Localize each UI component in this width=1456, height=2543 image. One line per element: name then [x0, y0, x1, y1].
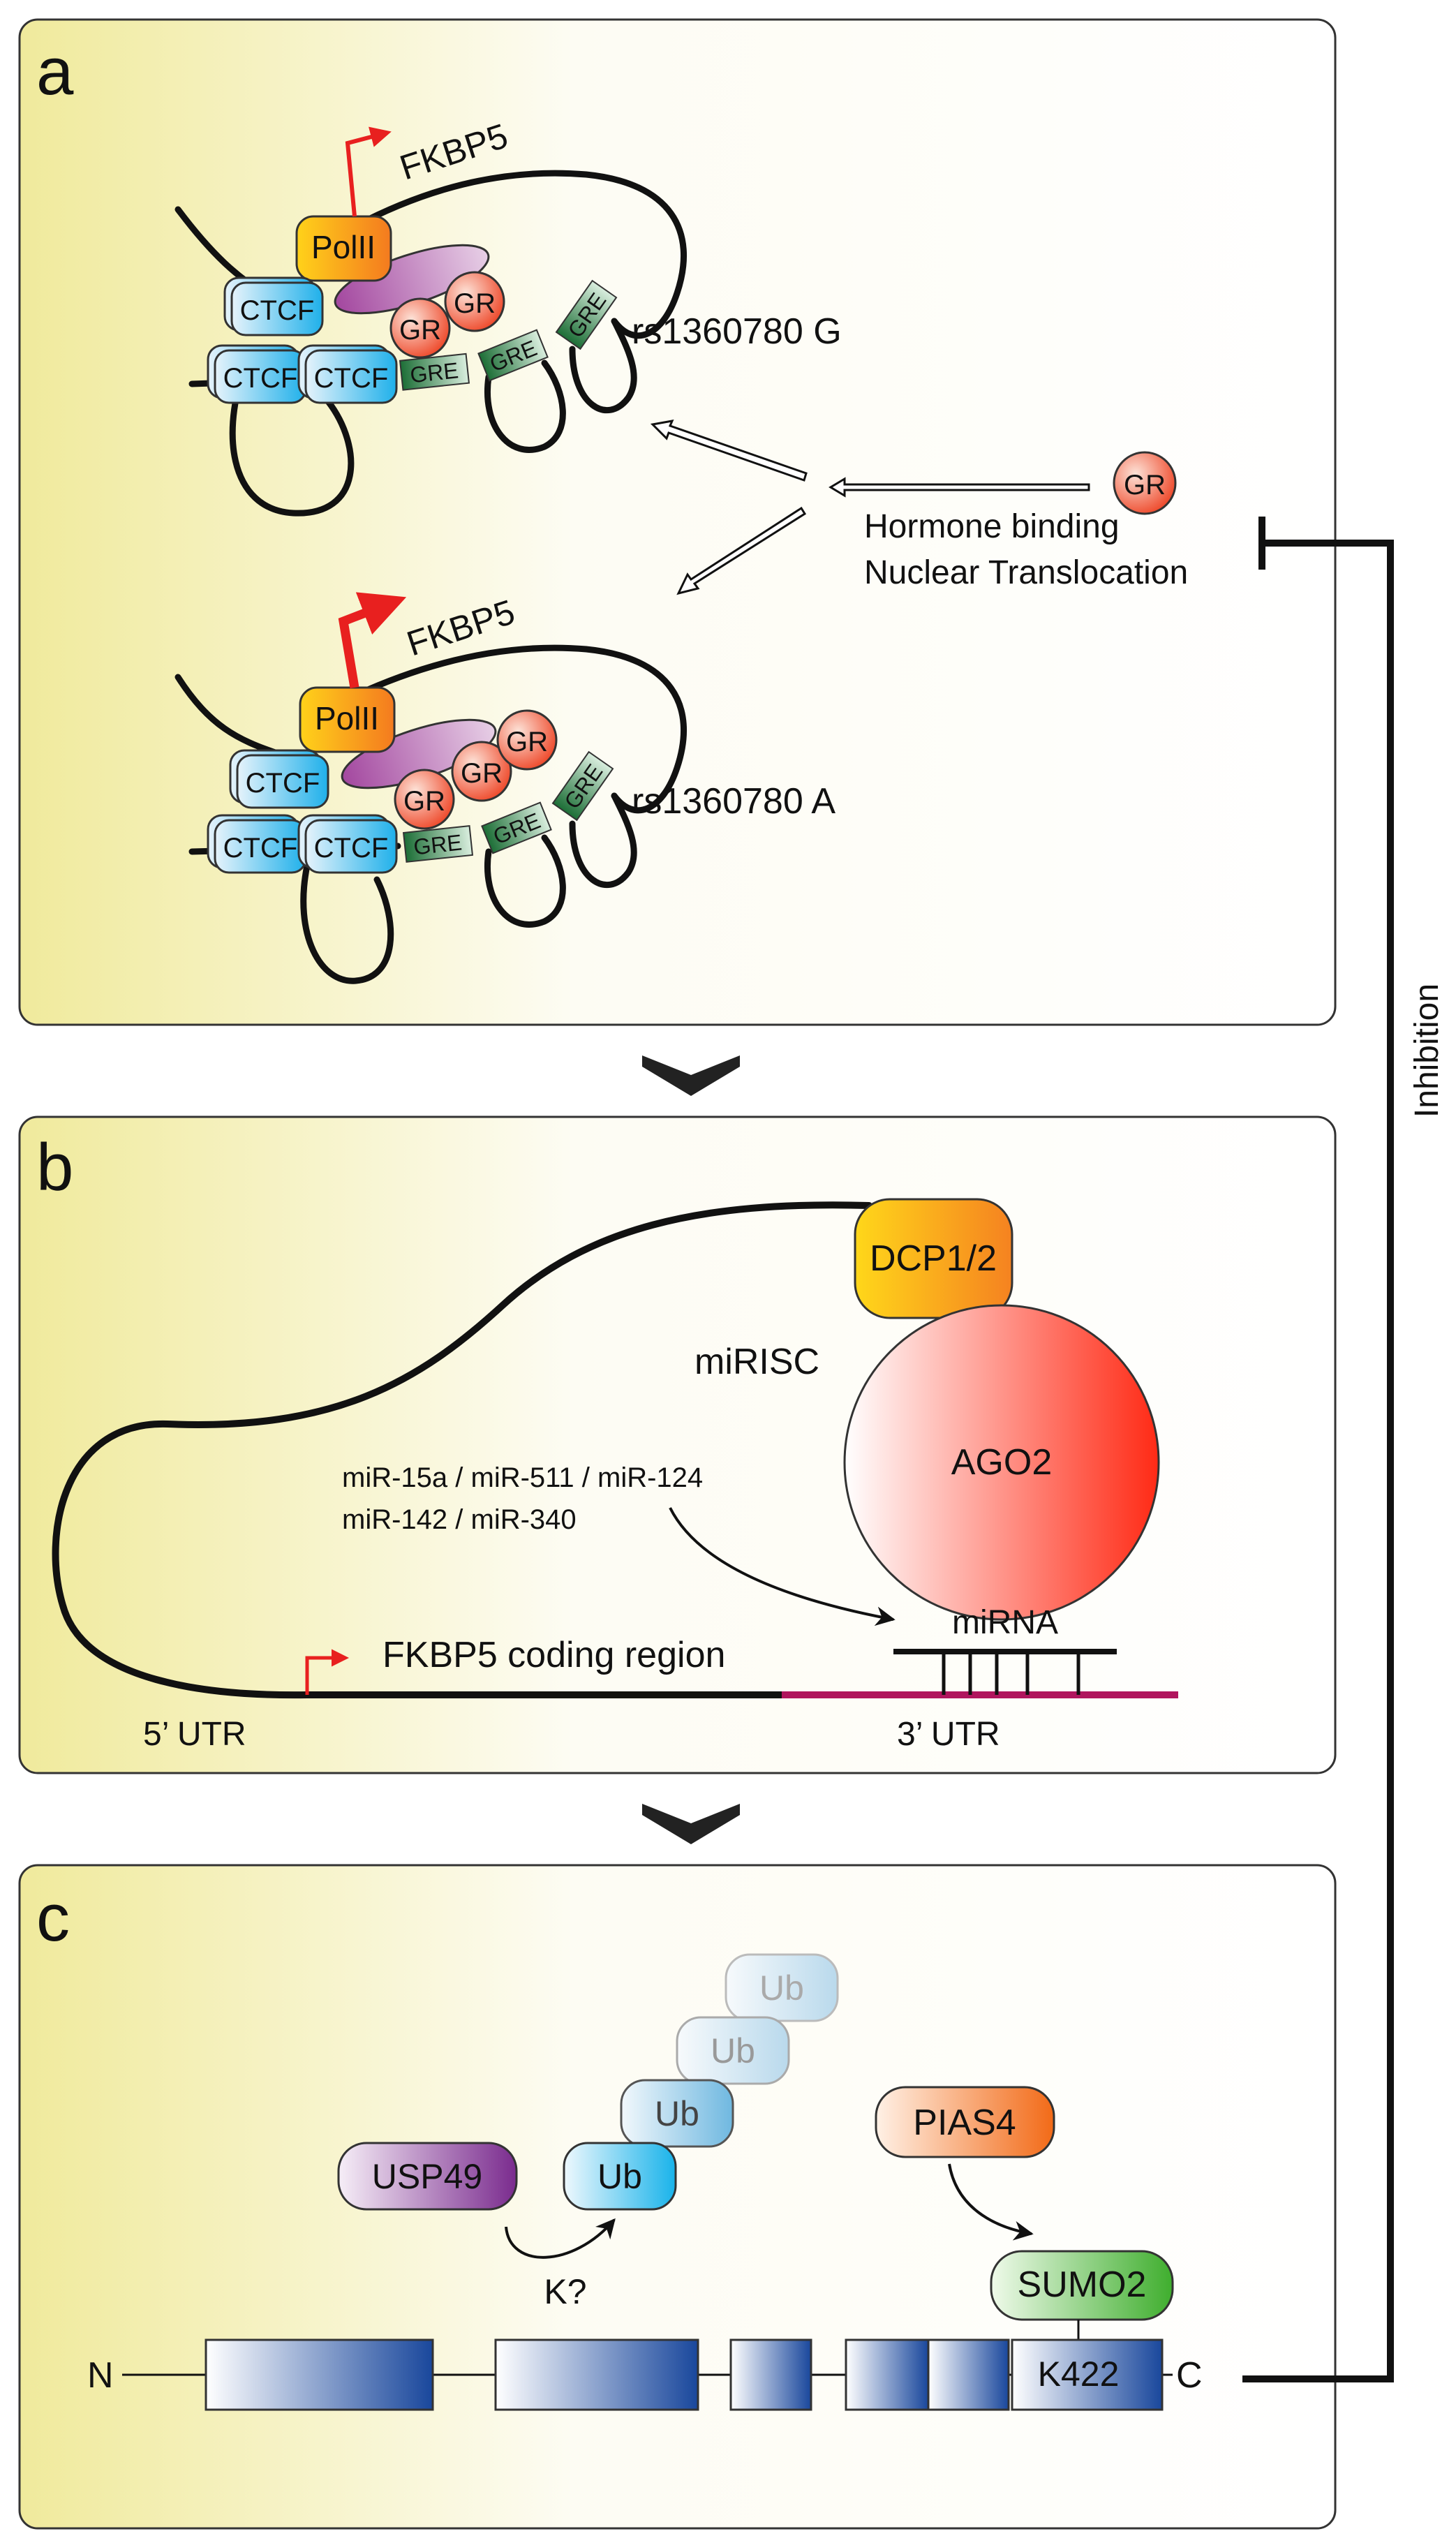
svg-text:GR: GR — [461, 758, 503, 789]
dna-loop-gre1-bottom — [484, 834, 566, 928]
svg-text:GRE: GRE — [409, 357, 460, 387]
gre-elements-bottom: GRE GRE GRE — [402, 750, 614, 863]
usp49-protein — [337, 2142, 518, 2211]
svg-text:GR: GR — [454, 288, 496, 319]
domain-tpr1 — [729, 2338, 812, 2411]
svg-text:CTCF: CTCF — [314, 833, 389, 863]
translocation-arrow-up — [650, 420, 808, 482]
ubiquitin-chain: Ub Ub Ub Ub — [563, 1953, 839, 2211]
sumo2-protein — [990, 2250, 1174, 2321]
flow-arrow-a-b — [642, 1055, 740, 1096]
inhibition-line — [1242, 540, 1394, 2382]
panel-a: a PolII FKBP5 CTCF CTCF CTCF — [18, 18, 1337, 1026]
domain-k422 — [1011, 2338, 1164, 2411]
panel-c-frame — [18, 1864, 1337, 2530]
mirisc-label: miRISC — [694, 1342, 819, 1382]
utr3-label: 3’ UTR — [897, 1716, 1000, 1753]
svg-text:Ub: Ub — [759, 1969, 804, 2008]
panel-letter-a: a — [36, 34, 74, 109]
translocation-arrow-down — [676, 506, 807, 595]
mirs-line-1: miR-15a / miR-511 / miR-124 — [342, 1462, 703, 1493]
ago2-label: AGO2 — [951, 1442, 1053, 1483]
ctcf-stack-top: CTCF CTCF CTCF — [207, 276, 398, 404]
panel-c: c Ub Ub Ub Ub USP49 K? PIAS4 SUMO2 — [18, 1864, 1337, 2530]
panel-letter-b: b — [36, 1130, 73, 1205]
sumoylation-arrow — [948, 2163, 1034, 2241]
pias4-label: PIAS4 — [913, 2103, 1016, 2143]
ctcf-label: CTCF — [314, 363, 389, 394]
deubiquitination-arrow — [505, 2218, 616, 2259]
ago2-protein — [843, 1304, 1160, 1621]
dna-loop-gre2-bottom — [569, 792, 637, 889]
domain-tpr2 — [845, 2338, 930, 2411]
dcp-label: DCP1/2 — [870, 1238, 997, 1279]
dna-strand-bottom — [174, 644, 688, 814]
utr5-label: 5’ UTR — [143, 1716, 246, 1753]
gr-bound-top: GR GR — [389, 271, 505, 359]
ctcf-label: CTCF — [223, 363, 298, 394]
k422-label: K422 — [1038, 2355, 1120, 2394]
usp49-label: USP49 — [372, 2157, 482, 2196]
mirs-line-2: miR-142 / miR-340 — [342, 1504, 577, 1535]
ctcf-label: CTCF — [240, 295, 315, 326]
pias4-protein — [875, 2086, 1055, 2158]
polii-top — [295, 215, 392, 282]
svg-text:GR: GR — [506, 727, 548, 757]
svg-text:GR: GR — [399, 315, 441, 346]
panel-letter-c: c — [36, 1881, 70, 1955]
start-arrow — [305, 1649, 349, 1695]
polii-bottom-label: PolII — [315, 700, 379, 736]
mrna-backbone — [52, 1201, 872, 1699]
gr-bound-bottom: GR GR GR — [394, 709, 558, 830]
svg-text:GRE: GRE — [413, 829, 463, 859]
gre-elements-top: GRE GRE GRE — [399, 279, 618, 391]
sumo2-label: SUMO2 — [1018, 2264, 1147, 2305]
mirna-duplex — [893, 1649, 1117, 1695]
dna-loop-gre1-top — [484, 359, 566, 453]
c-terminus-label: C — [1176, 2355, 1203, 2396]
inhibition-feedback: Inhibition — [1242, 517, 1446, 2382]
mirna-arrow — [669, 1507, 896, 1626]
panel-a-frame — [18, 18, 1337, 1026]
free-gr-label: GR — [1124, 470, 1166, 501]
polii-top-label: PolII — [311, 229, 376, 265]
dcp-complex — [854, 1198, 1013, 1319]
coding-region-label: FKBP5 coding region — [382, 1635, 725, 1675]
lysine-unknown-label: K? — [544, 2272, 586, 2311]
domain-fk1 — [205, 2338, 434, 2411]
dna-loop-lower-top — [229, 346, 355, 517]
panel-b: b FKBP5 coding region 5’ UTR 3’ UTR DCP1… — [18, 1115, 1337, 1774]
chromatin-loop-g: PolII FKBP5 CTCF CTCF CTCF GRE GRE — [174, 116, 842, 517]
n-terminus-label: N — [87, 2355, 114, 2396]
hormone-text-2: Nuclear Translocation — [864, 554, 1188, 591]
chromatin-loop-a: PolII FKBP5 CTCF CTCF CTCF GRE GRE — [174, 592, 835, 984]
snp-label-g: rs1360780 G — [632, 311, 842, 352]
domain-fk2 — [494, 2338, 699, 2411]
polii-bottom — [299, 686, 396, 753]
inhibition-label: Inhibition — [1409, 984, 1446, 1118]
hormone-text-1: Hormone binding — [864, 508, 1120, 545]
svg-text:Ub: Ub — [711, 2031, 755, 2070]
ctcf-stack-bottom: CTCF CTCF CTCF — [207, 749, 398, 874]
domain-tpr3 — [927, 2338, 1010, 2411]
gr-translocation: GR Hormone binding Nuclear Translocation — [650, 420, 1188, 595]
dna-loop-lower-bottom — [300, 862, 394, 984]
svg-text:GR: GR — [403, 786, 445, 817]
flow-arrow-b-c — [642, 1804, 740, 1844]
transcription-arrow-top — [345, 126, 392, 217]
translocation-arrow-main — [829, 477, 1090, 498]
free-gr — [1113, 451, 1177, 515]
transcription-arrow-bottom — [338, 592, 407, 689]
dna-loop-gre2-top — [569, 318, 637, 414]
mirna-label: miRNA — [952, 1604, 1058, 1641]
snp-label-a: rs1360780 A — [632, 781, 835, 822]
svg-text:CTCF: CTCF — [223, 833, 298, 863]
svg-text:CTCF: CTCF — [246, 768, 320, 799]
svg-text:Ub: Ub — [597, 2157, 642, 2196]
fkbp5-protein-domains: K422 N C — [87, 2338, 1203, 2411]
svg-text:Ub: Ub — [655, 2094, 699, 2133]
